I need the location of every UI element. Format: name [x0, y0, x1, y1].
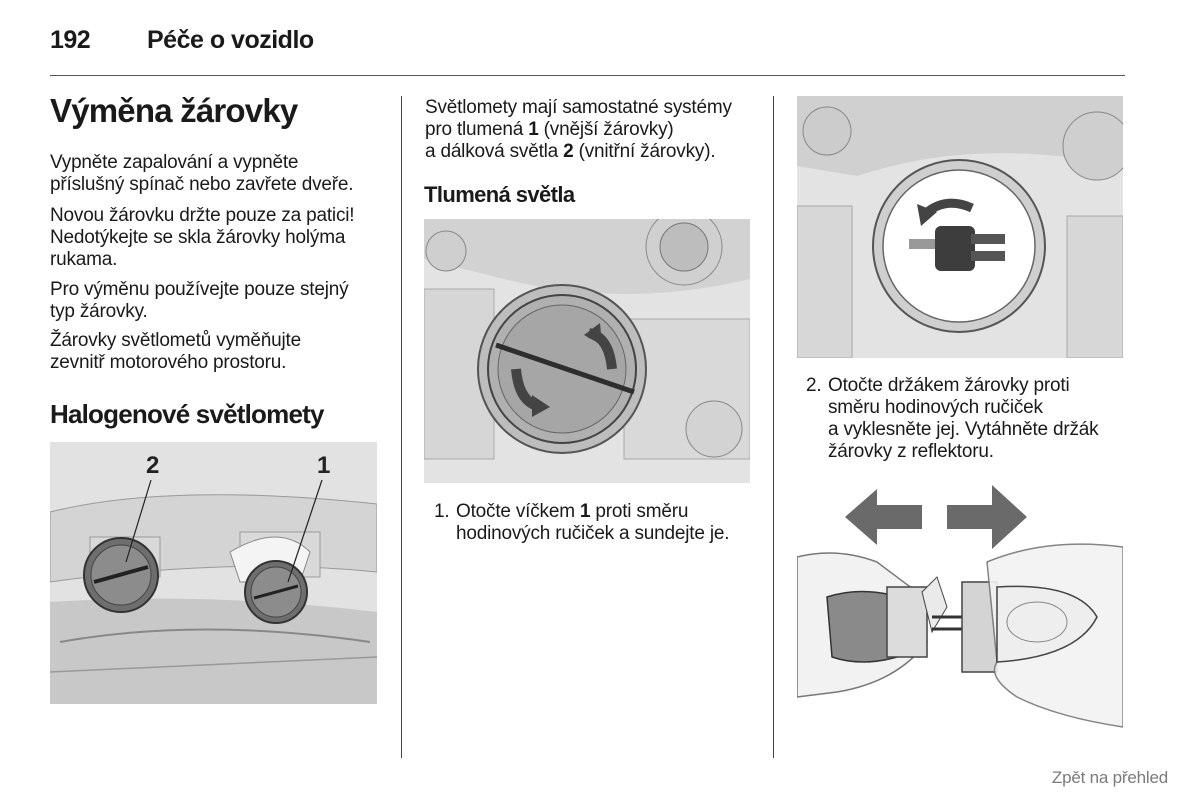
column-divider-right — [773, 96, 774, 758]
figure-bulb-removal — [797, 467, 1123, 733]
paragraph-1: Vypněte zapalování a vypněte příslušný s… — [50, 152, 354, 195]
low-beam-title: Tlumená světla — [424, 182, 575, 207]
figure-headlamp-overview: 2 1 — [50, 442, 377, 704]
figure-callout-1: 1 — [317, 452, 331, 479]
figure-callout-2: 2 — [146, 452, 160, 479]
figure-bulb-holder-turn — [797, 96, 1123, 358]
column-divider-left — [401, 96, 402, 758]
chapter-title: Péče o vozidlo — [147, 26, 314, 54]
header-rule — [50, 75, 1125, 76]
section-title: Výměna žárovky — [50, 92, 298, 129]
subsection-title: Halogenové světlomety — [50, 399, 324, 429]
back-to-overview-link[interactable]: Zpět na přehled — [1051, 768, 1168, 787]
paragraph-4: Žárovky světlometů vyměňujte zevnitř mot… — [50, 330, 301, 373]
step-1: 1. Otočte víčkem 1 proti směru hodinovýc… — [434, 501, 730, 544]
intro-paragraph: Světlomety mají samostatné systémy pro t… — [425, 97, 732, 162]
paragraph-3: Pro výměnu používejte pouze stejný typ ž… — [50, 279, 349, 322]
paragraph-2: Novou žárovku držte pouze za patici! Ned… — [50, 205, 355, 270]
figure-low-beam-cap — [424, 219, 750, 483]
page-number: 192 — [50, 26, 91, 54]
step-2: 2. Otočte držákem žárovky proti směru ho… — [806, 375, 1099, 462]
